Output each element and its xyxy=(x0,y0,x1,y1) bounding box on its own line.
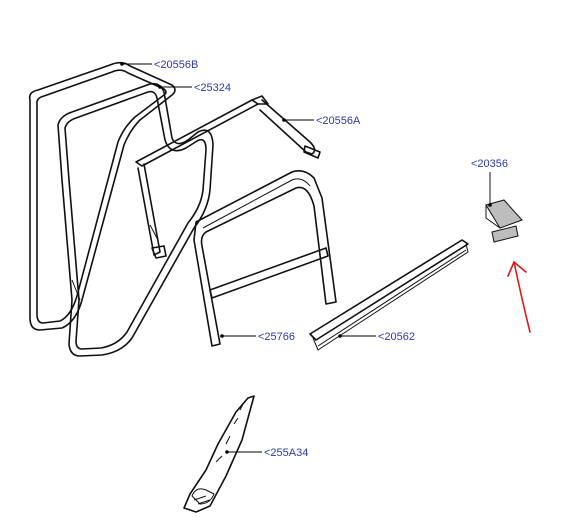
callout-20356[interactable]: <20356 xyxy=(471,158,508,170)
part-25324-inner-seal xyxy=(57,82,214,357)
part-20556A-channel xyxy=(135,95,321,259)
callout-20556A[interactable]: <20556A xyxy=(316,115,361,127)
callout-labels: <20556B <25324 <20556A <20356 <25766 <20… xyxy=(154,59,508,459)
part-20562-belt-moulding xyxy=(309,239,469,351)
callout-25766[interactable]: <25766 xyxy=(258,331,295,343)
callout-20556B[interactable]: <20556B xyxy=(154,59,198,71)
callout-255A34[interactable]: <255A34 xyxy=(264,447,308,459)
callout-20562[interactable]: <20562 xyxy=(378,331,415,343)
part-25766-window-frame xyxy=(193,170,337,347)
part-20556B-outer-seal xyxy=(28,61,176,331)
callout-25324[interactable]: <25324 xyxy=(194,82,231,94)
part-255A34-pillar-trim xyxy=(183,395,255,513)
hand-drawn-red-arrow-icon xyxy=(507,260,531,333)
part-20356-clip xyxy=(485,199,523,243)
leader-lines xyxy=(120,62,492,454)
